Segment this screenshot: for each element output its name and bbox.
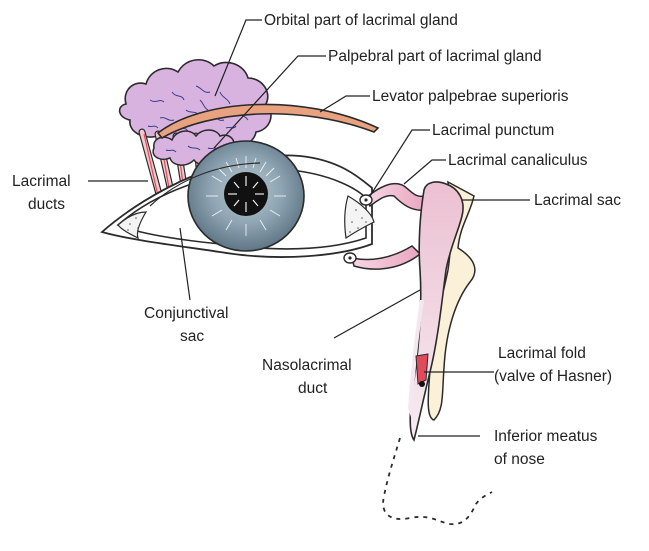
label-nasolacrimal-2: duct <box>298 380 328 397</box>
label-nasolacrimal-1: Nasolacrimal <box>262 357 352 374</box>
label-inferior-meatus-2: of nose <box>494 451 545 468</box>
lacrimal-fold <box>416 354 428 384</box>
label-lacrimal-ducts-2: ducts <box>28 196 65 213</box>
label-inferior-meatus-1: Inferior meatus <box>494 428 598 445</box>
label-lacrimal-fold-2: (valve of Hasner) <box>494 368 612 385</box>
label-lacrimal-punctum: Lacrimal punctum <box>432 122 554 139</box>
lower-canaliculus <box>352 246 420 269</box>
label-levator: Levator palpebrae superioris <box>372 88 569 105</box>
label-lacrimal-fold-1: Lacrimal fold <box>498 345 586 362</box>
label-palpebral-part: Palpebral part of lacrimal gland <box>328 48 542 65</box>
inferior-meatus-outline <box>383 438 492 524</box>
label-lacrimal-canaliculus: Lacrimal canaliculus <box>448 152 588 169</box>
label-conjunctival-2: sac <box>180 328 204 345</box>
label-orbital-part: Orbital part of lacrimal gland <box>264 12 458 29</box>
label-lacrimal-sac: Lacrimal sac <box>534 192 621 209</box>
label-lacrimal-ducts-1: Lacrimal <box>12 173 71 190</box>
label-conjunctival-1: Conjunctival <box>144 305 228 322</box>
